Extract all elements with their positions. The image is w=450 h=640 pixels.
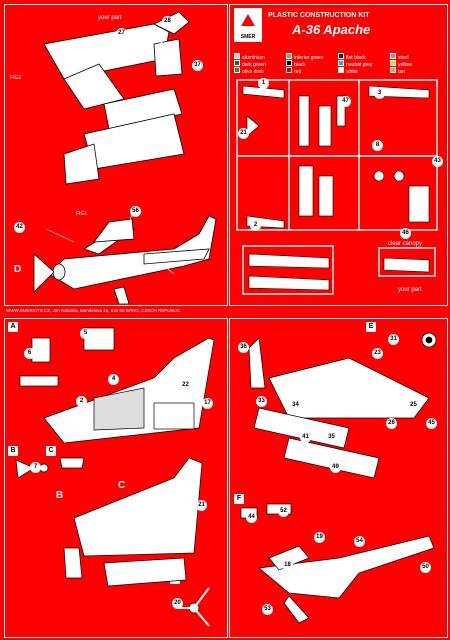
part-callout: 18	[282, 560, 293, 571]
part-callout: 5	[80, 328, 91, 339]
brand-emblem-icon	[241, 14, 255, 26]
step-marker-b: B	[56, 490, 64, 501]
part-callout: 50	[420, 562, 431, 573]
part-callout: 8	[372, 140, 383, 151]
part-callout: 22	[180, 380, 191, 391]
assembly-panel-right	[229, 318, 448, 638]
paint-legend-item: interior green	[286, 46, 323, 64]
paint-legend-item: black	[286, 53, 306, 71]
clear-canopy-label: clear canopy	[388, 241, 423, 247]
part-callout: 25	[408, 400, 419, 411]
paint-legend-item: dark green	[234, 53, 266, 71]
paint-legend-item: yellow	[390, 53, 412, 71]
part-callout: 26	[386, 418, 397, 429]
part-callout: 41	[300, 432, 311, 443]
part-callout: 31	[388, 334, 399, 345]
part-callout: 20	[172, 598, 183, 609]
part-callout: 2	[76, 396, 87, 407]
step-marker-c: C	[118, 480, 126, 491]
part-callout: 46	[400, 228, 411, 239]
step-marker-e: E	[160, 36, 167, 47]
sprue-panel	[229, 4, 448, 306]
sprue-frame-drawing	[236, 79, 438, 295]
paint-legend-item: aluminium	[234, 46, 265, 64]
part-callout: 45	[426, 418, 437, 429]
paint-legend-item: neutral grey	[338, 53, 372, 71]
part-callout: 47	[340, 96, 351, 107]
step-e-badge: E	[366, 322, 376, 332]
part-callout: 19	[314, 532, 325, 543]
part-callout: 34	[290, 400, 301, 411]
address-line: WWW.SMERKITS.CZ, Jan Sobotka, Mendelova …	[6, 308, 181, 313]
part-callout: 35	[326, 432, 337, 443]
fig-label: FIG2	[10, 75, 22, 81]
part-callout: 42	[14, 222, 25, 233]
part-callout: 33	[256, 396, 267, 407]
part-callout: 56	[130, 206, 141, 217]
part-callout: 28	[162, 16, 173, 27]
paint-legend-item: white	[338, 60, 358, 78]
part-callout: 4	[108, 374, 119, 385]
kit-type: PLASTIC CONSTRUCTION KIT	[268, 12, 370, 19]
part-callout: 37	[192, 60, 203, 71]
paint-legend-item: steel	[390, 46, 409, 64]
part-callout: 27	[116, 28, 127, 39]
your-part-label: your part	[398, 287, 422, 293]
part-callout: 52	[278, 506, 289, 517]
part-callout: 2	[250, 220, 261, 231]
step-marker-f: F	[152, 100, 159, 111]
step-e-f-drawing	[240, 332, 437, 624]
part-callout: 21	[196, 500, 207, 511]
your-part-label: your part	[98, 15, 122, 21]
overview-panel	[4, 4, 228, 306]
step-a-drawing	[15, 327, 215, 627]
overview-aircraft-drawings	[33, 11, 217, 304]
paint-legend: aluminium dark green olive drab interior…	[234, 46, 444, 76]
paint-legend-item: flat black	[338, 46, 366, 64]
part-callout: 1	[258, 78, 269, 89]
model-name: A-36 Apache	[292, 22, 371, 37]
brand-name: SMER	[240, 34, 256, 40]
part-callout: 17	[202, 398, 213, 409]
step-a-badge: A	[8, 322, 18, 332]
assembly-panel-left	[4, 318, 228, 638]
part-callout: 21	[238, 128, 249, 139]
fig-label: FIG1	[76, 211, 88, 217]
part-callout: 54	[354, 536, 365, 547]
part-callout: 7	[30, 462, 41, 473]
paint-legend-item: red	[286, 60, 301, 78]
part-callout: 36	[238, 342, 249, 353]
step-c-badge: C	[46, 446, 56, 456]
part-callout: 44	[246, 512, 257, 523]
step-f-badge: F	[234, 494, 244, 504]
paint-legend-item: tan	[390, 60, 405, 78]
step-marker-d: D	[14, 264, 22, 275]
part-callout: 23	[372, 348, 383, 359]
part-callout: 6	[24, 348, 35, 359]
part-callout: 49	[330, 462, 341, 473]
part-callout: 53	[262, 604, 273, 615]
brand-logo: SMER	[234, 8, 262, 42]
step-b-badge: B	[8, 446, 18, 456]
part-callout: 43	[432, 156, 443, 167]
part-callout: 3	[374, 88, 385, 99]
paint-legend-item: olive drab	[234, 60, 264, 78]
